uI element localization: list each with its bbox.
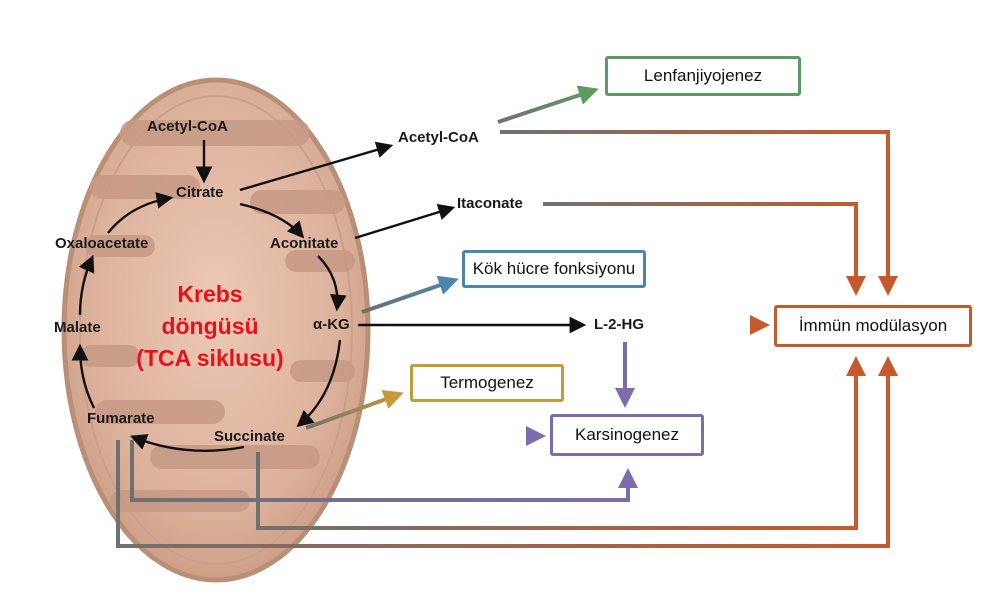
akg-to-kokhucre-arrow [361,275,459,314]
aconitate-to-akg-arrow [317,255,347,312]
label-aconitate: Aconitate [270,235,339,252]
krebs-title-line1: Krebs [177,281,243,307]
label-acetyl-coa-output: Acetyl-CoA [398,129,479,146]
mitochondrion-inner [79,95,353,565]
citrate-to-aconitate-arrow [239,202,305,239]
succinate-to-termogenez-arrow [305,390,404,430]
malate-to-oxaloacetate-arrow [78,254,95,316]
fumarate-to-immun-arrow [116,356,898,548]
tca-cycle-arrows [71,140,587,452]
succinate-to-fumarate-arrow [129,434,245,452]
krebs-cycle-title: Krebs döngüsü (TCA siklusu) [110,278,310,374]
acetylcoa-to-lenfanjiyojenez-arrow [497,85,599,124]
label-fumarate: Fumarate [87,410,155,427]
label-itaconate: Itaconate [457,195,523,212]
box-immun-modulasyon: İmmün modülasyon [774,305,972,347]
akg-to-succinate-arrow [296,339,342,428]
succinate-to-immun-arrow [256,356,866,530]
label-oxaloacetate: Oxaloacetate [55,235,149,252]
box-karsinogenez: Karsinogenez [550,414,704,456]
label-acetyl-coa-input: Acetyl-CoA [147,118,228,135]
krebs-title-line3: (TCA siklusu) [136,345,284,371]
box-lenfanjiyojenez: Lenfanjiyojenez [605,56,801,96]
box-termogenez: Termogenez [410,364,564,402]
itaconate-to-immun-arrow [543,202,866,296]
oxaloacetate-to-citrate-arrow [107,192,174,234]
fumarate-to-malate-arrow [71,343,96,409]
krebs-title-line2: döngüsü [161,313,259,339]
cristae [80,120,355,512]
label-malate: Malate [54,319,101,336]
fumarate-to-karsinogenez-arrow [130,440,638,502]
label-l2hg: L-2-HG [594,316,644,333]
aconitate-to-itaconate-arrow [354,203,456,240]
label-citrate: Citrate [176,184,224,201]
label-succinate: Succinate [214,428,285,445]
acetylcoa-to-immun-arrow [500,130,898,296]
citrate-to-acetylcoa-arrow [239,141,394,192]
box-kok-hucre-fonksiyonu: Kök hücre fonksiyonu [462,250,646,288]
label-alpha-kg: α-KG [313,316,350,333]
